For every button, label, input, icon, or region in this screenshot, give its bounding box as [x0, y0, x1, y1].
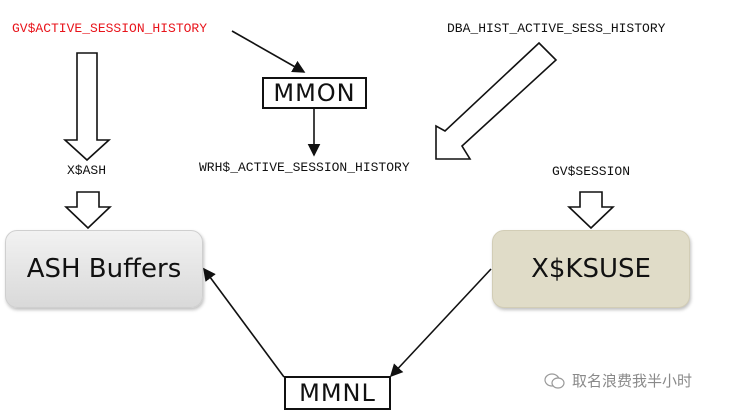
gv-session-label: GV$SESSION: [552, 164, 631, 179]
edge-gvash-to-mmon: [231, 30, 306, 73]
edge-ksuse-to-mmnl: [389, 268, 492, 378]
mmon-process-box: MMON: [262, 77, 367, 109]
small-down-arrow-icon: [567, 191, 615, 230]
watermark-text: 取名浪费我半小时: [572, 372, 693, 390]
x-ksuse-box: X$KSUSE: [492, 230, 690, 308]
ash-buffers-label: ASH Buffers: [26, 254, 182, 284]
dba-hist-active-sess-history-label: DBA_HIST_ACTIVE_SESS_HISTORY: [447, 21, 666, 36]
mmon-label: MMON: [273, 79, 356, 107]
ash-buffers-box: ASH Buffers: [5, 230, 203, 308]
big-down-arrow-icon: [62, 52, 112, 162]
x-ash-label: X$ASH: [67, 163, 107, 178]
x-ksuse-label: X$KSUSE: [531, 254, 651, 284]
wrh-active-session-history-label: WRH$_ACTIVE_SESSION_HISTORY: [199, 160, 410, 175]
small-down-arrow-icon: [64, 191, 112, 230]
diagonal-block-arrow-icon: [435, 41, 558, 160]
edge-mmnl-to-ash: [203, 267, 285, 378]
mmnl-process-box: MMNL: [284, 376, 391, 410]
mmnl-label: MMNL: [299, 379, 376, 407]
wechat-icon: [544, 372, 565, 389]
watermark: 取名浪费我半小时: [544, 370, 692, 391]
gv-active-session-history-label: GV$ACTIVE_SESSION_HISTORY: [12, 21, 208, 36]
